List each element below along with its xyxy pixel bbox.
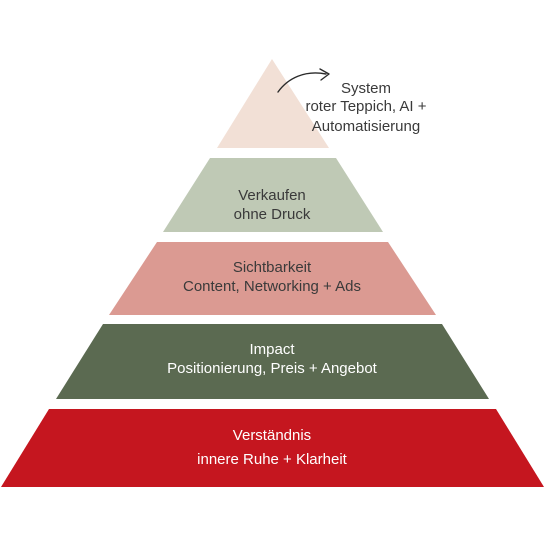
tier-verkaufen-shape [163, 158, 383, 232]
tier-sichtbarkeit-subtitle: Content, Networking + Ads [183, 278, 361, 295]
pyramid-tier-impact: Impact Positionierung, Preis + Angebot [56, 324, 489, 399]
curved-arrow-icon [277, 72, 327, 93]
tier-verkaufen-title: Verkaufen [238, 187, 306, 204]
pyramid-tier-verstaendnis: Verständnis innere Ruhe + Klarheit [1, 409, 544, 487]
pyramid-top-shape [217, 59, 329, 148]
curved-arrow-head [319, 68, 330, 81]
tier-sichtbarkeit-title: Sichtbarkeit [233, 259, 312, 276]
tier-verstaendnis-subtitle: innere Ruhe + Klarheit [197, 451, 348, 468]
pyramid-top-tier: System roter Teppich, AI + Automatisieru… [217, 59, 427, 148]
pyramid-tier-verkaufen: Verkaufen ohne Druck [163, 158, 383, 232]
tier-sichtbarkeit-shape [109, 242, 436, 315]
top-tier-line-3: Automatisierung [312, 118, 420, 135]
tier-verstaendnis-title: Verständnis [233, 427, 311, 444]
tier-verkaufen-subtitle: ohne Druck [234, 206, 311, 223]
tier-impact-title: Impact [249, 341, 295, 358]
top-tier-line-2: roter Teppich, AI + [305, 98, 426, 115]
tier-impact-subtitle: Positionierung, Preis + Angebot [167, 360, 378, 377]
tier-impact-shape [56, 324, 489, 399]
tier-verstaendnis-shape [1, 409, 544, 487]
pyramid-tier-sichtbarkeit: Sichtbarkeit Content, Networking + Ads [109, 242, 436, 315]
top-tier-line-1: System [341, 80, 391, 97]
